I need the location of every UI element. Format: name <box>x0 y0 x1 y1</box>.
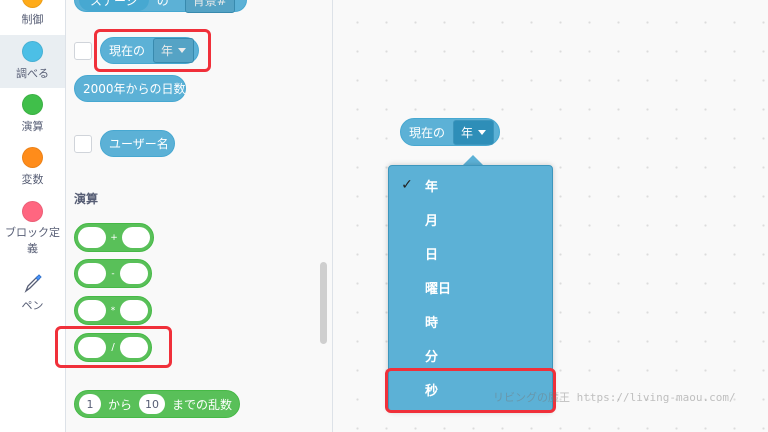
menu-item-label: 月 <box>425 213 439 229</box>
dropdown-pointer <box>462 155 484 166</box>
menu-item-label: 分 <box>425 349 439 365</box>
target-dropdown[interactable]: ステージ <box>79 0 149 11</box>
time-unit-dropdown[interactable]: 年 <box>453 119 495 145</box>
menu-item-minute[interactable]: 分 <box>389 338 552 372</box>
control-dot-icon <box>22 0 43 8</box>
pen-icon <box>24 274 42 293</box>
highlight-box <box>94 29 211 72</box>
divide-block[interactable]: / <box>74 333 152 362</box>
of-label: の <box>156 0 169 8</box>
menu-item-day-of-week[interactable]: 曜日 <box>389 270 552 304</box>
block-label: から <box>108 397 133 412</box>
input-slot[interactable] <box>121 227 150 248</box>
caret-down-icon <box>178 48 187 53</box>
block-label: までの乱数 <box>172 397 233 412</box>
workspace-current-time-block[interactable]: 現在の 年 <box>400 118 500 146</box>
block-label: 2000年からの日数 <box>83 82 186 96</box>
input-slot[interactable] <box>120 263 148 284</box>
input-slot[interactable] <box>78 337 106 358</box>
category-variables[interactable]: 変数 <box>0 147 65 187</box>
menu-item-label: 時 <box>425 315 439 331</box>
category-operators[interactable]: 演算 <box>0 94 65 134</box>
username-block[interactable]: ユーザー名 <box>100 130 175 157</box>
watermark: リビングの魔王 https://living-maou.com/ <box>493 391 736 404</box>
category-label: 調べる <box>16 67 49 80</box>
category-pen[interactable]: ペン <box>0 272 65 313</box>
time-unit-dropdown[interactable]: 年 <box>153 38 195 63</box>
menu-item-label: 年 <box>425 179 439 195</box>
property-dropdown[interactable]: 背景# <box>184 0 235 13</box>
sensing-dot-icon <box>22 41 43 62</box>
highlight-box <box>55 326 172 368</box>
backdrop-of-block[interactable]: ステージ の 背景# <box>74 0 247 13</box>
operator-label: * <box>110 305 116 316</box>
input-slot[interactable] <box>78 300 106 321</box>
category-my-blocks[interactable]: ブロック定義 <box>0 201 65 257</box>
operator-label: + <box>110 232 118 243</box>
dropdown-value: 年 <box>461 125 474 140</box>
block-label: 現在の <box>109 44 146 58</box>
category-sensing[interactable]: 調べる <box>0 35 65 88</box>
caret-down-icon <box>478 129 487 135</box>
highlight-box <box>385 368 556 413</box>
input-slot[interactable] <box>78 227 106 248</box>
my-blocks-dot-icon <box>22 201 43 222</box>
menu-item-month[interactable]: 月 <box>389 202 552 236</box>
menu-item-label: 曜日 <box>425 281 452 297</box>
subtract-block[interactable]: - <box>74 259 152 288</box>
input-slot[interactable] <box>78 263 106 284</box>
category-sidebar: 制御 調べる 演算 変数 ブロック定義 ペン <box>0 0 66 432</box>
operators-dot-icon <box>22 94 43 115</box>
input-slot[interactable] <box>120 337 148 358</box>
menu-item-second[interactable]: 秒 <box>389 372 552 406</box>
current-time-block[interactable]: 現在の 年 <box>100 37 199 64</box>
operator-label: - <box>111 268 115 279</box>
to-input[interactable]: 10 <box>139 394 166 414</box>
palette-scrollbar[interactable] <box>320 262 327 344</box>
category-label: ブロック定義 <box>5 226 60 255</box>
operators-heading: 演算 <box>74 192 99 206</box>
dropdown-value: 年 <box>161 44 174 58</box>
category-label: 制御 <box>21 13 44 26</box>
from-input[interactable]: 1 <box>79 394 101 414</box>
random-block[interactable]: 1 から 10 までの乱数 <box>74 390 240 418</box>
divider <box>332 0 333 432</box>
days-since-2000-block[interactable]: 2000年からの日数 <box>74 75 186 102</box>
username-checkbox[interactable] <box>74 135 92 153</box>
menu-item-year[interactable]: ✓年 <box>389 168 552 202</box>
menu-item-hour[interactable]: 時 <box>389 304 552 338</box>
category-label: 変数 <box>21 173 44 186</box>
add-block[interactable]: + <box>74 223 154 252</box>
current-checkbox[interactable] <box>74 42 92 60</box>
category-label: 演算 <box>21 120 44 133</box>
checkmark-icon: ✓ <box>401 177 413 193</box>
multiply-block[interactable]: * <box>74 296 152 325</box>
menu-item-date[interactable]: 日 <box>389 236 552 270</box>
menu-item-label: 日 <box>425 247 439 263</box>
menu-item-label: 秒 <box>425 383 439 399</box>
variables-dot-icon <box>22 147 43 168</box>
operator-label: / <box>111 342 115 353</box>
category-control[interactable]: 制御 <box>0 0 65 27</box>
block-label: 現在の <box>409 125 446 140</box>
category-label: ペン <box>21 299 44 312</box>
block-label: ユーザー名 <box>109 137 169 151</box>
input-slot[interactable] <box>120 300 148 321</box>
